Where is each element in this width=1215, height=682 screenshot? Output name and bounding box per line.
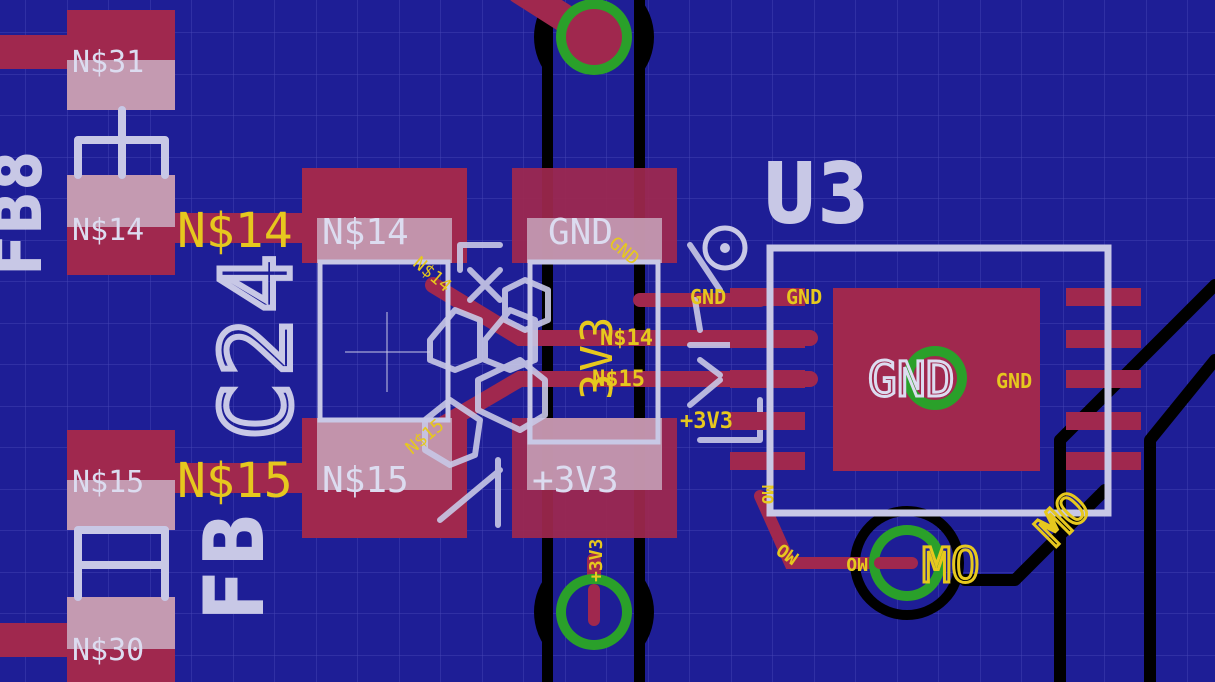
net-label-n15-big: N$15 [177,453,293,509]
net-label-mo-small: MO [846,553,868,574]
pad-n14-mid-silk [317,218,452,263]
pad-label-n31: N$31 [72,45,144,80]
net-label-n15-trace: N$15 [592,367,645,392]
pad-label-gnd-center: GND [868,352,955,408]
net-label-n14-trace: N$14 [600,326,653,351]
pad-n14-left-silk [67,175,175,227]
u3-pin-9[interactable] [1066,412,1141,430]
pad-label-3v3-bottom: +3V3 [532,460,619,501]
pad-3v3-bottom-silk [527,418,662,490]
u3-pin-7[interactable] [1066,330,1141,348]
ref-u3: U3 [765,147,872,242]
net-label-n14-big: N$14 [177,203,293,259]
c24-pads [302,168,467,538]
u3-pin-8[interactable] [1066,370,1141,388]
pad-label-n14-mid: N$14 [322,212,409,253]
pad-labels: N$31 N$14 N$15 N$30 N$14 N$15 GND +3V3 G… [72,45,956,668]
pad-label-n15-left: N$15 [72,465,144,500]
pad-n30-silk [67,597,175,649]
ref-fb: FB [188,508,281,620]
left-pads [67,10,175,682]
ref-c24: C24 [201,249,313,440]
pad-label-n30: N$30 [72,633,144,668]
u3-cap-pads [512,168,677,538]
c24-outline [317,259,661,445]
pin1-marker-icon [702,225,748,271]
vias [556,0,967,650]
net-label-gnd-pin2: GND [786,285,822,309]
pad-gnd-top-silk [527,218,662,263]
c24-value: 3V3 [572,315,623,400]
pad-label-n15-mid: N$15 [322,460,409,501]
net-label-mo-big: MO [922,538,980,594]
pad-n15-left-silk [67,480,175,530]
u3-pin-6[interactable] [1066,288,1141,306]
ref-fb8: FB8 [0,147,56,275]
u3-outline [702,225,1112,517]
net-label-gnd-pin1: GND [690,285,726,309]
net-label-gnd-right: GND [996,369,1032,393]
silkscreen-glyphs [422,242,763,528]
net-label-3v3-via: +3V3 [586,539,607,582]
pad-label-n14-left: N$14 [72,213,144,248]
pad-n31-silk [67,60,175,110]
net-label-mo-vertical: MO [758,485,777,504]
ferrite-bead-outlines [74,106,169,601]
net-label-3v3-pin: +3V3 [680,409,733,434]
pad-label-gnd-top: GND [548,212,613,253]
u3-pin-10[interactable] [1066,452,1141,470]
